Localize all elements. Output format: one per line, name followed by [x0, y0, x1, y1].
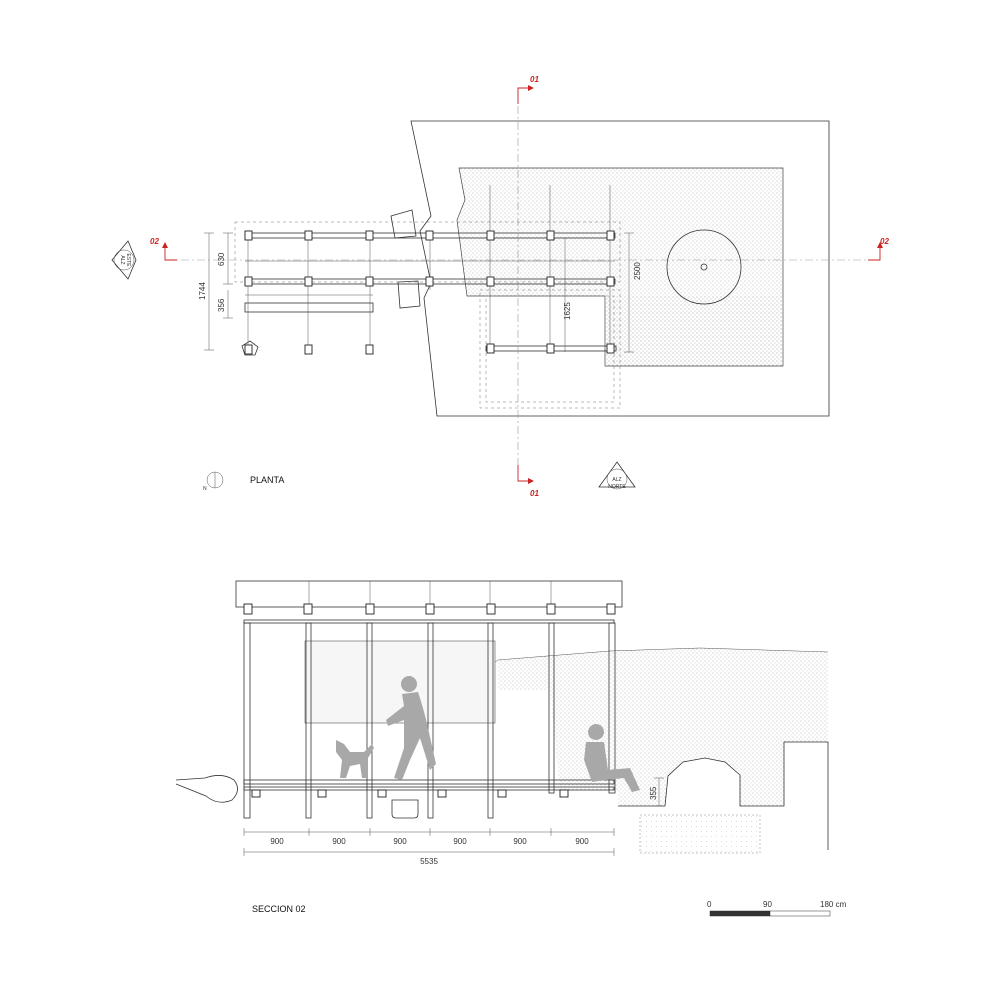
plan-round-center	[700, 263, 708, 271]
svg-text:0: 0	[707, 900, 712, 909]
elevation-tag-north: ALZ NORTE	[598, 461, 636, 490]
north-symbol: N	[203, 471, 224, 492]
section-terrain-stipple	[498, 648, 828, 806]
plan-dimension-depth: 1744	[198, 232, 214, 351]
plan-site-outline	[410, 120, 830, 417]
section-posts	[243, 622, 616, 819]
section-bay-dimensions: 900 900 900 900 900 900	[243, 828, 615, 846]
section-marker-01-bottom: 01	[517, 465, 539, 498]
plan-dimension-inner: 1625	[563, 238, 572, 352]
svg-text:180 cm: 180 cm	[820, 900, 847, 909]
plan-posts	[244, 230, 615, 355]
plan-rock-small	[241, 340, 259, 356]
silhouette-dog	[336, 740, 374, 778]
svg-text:2500: 2500	[633, 262, 642, 280]
svg-text:01: 01	[530, 75, 539, 84]
plan-dimension-overall: 2500	[624, 232, 642, 353]
elevation-tag-west: ALZ ESTE	[111, 240, 137, 280]
svg-text:01: 01	[530, 489, 539, 498]
svg-text:356: 356	[217, 298, 226, 312]
svg-text:900: 900	[513, 837, 527, 846]
section-step-dimension: 355	[649, 777, 664, 807]
section-marker-02-left: 02	[150, 237, 177, 261]
silhouette-person-seated	[584, 724, 640, 792]
section-marker-02-right: 02	[868, 237, 889, 261]
section-deck	[243, 779, 615, 819]
svg-text:02: 02	[880, 237, 889, 246]
svg-text:ALZ: ALZ	[119, 255, 125, 264]
svg-text:5535: 5535	[420, 857, 438, 866]
section-roof	[235, 580, 623, 624]
svg-text:900: 900	[575, 837, 589, 846]
svg-text:02: 02	[150, 237, 159, 246]
svg-text:90: 90	[763, 900, 772, 909]
section-overall-dimension: 5535	[243, 848, 615, 866]
section-roof-joists	[243, 603, 616, 615]
svg-text:900: 900	[270, 837, 284, 846]
section-drawing: 355 900 900 900 900 900 900 5535 SECCION…	[175, 580, 829, 914]
plan-rock-lower	[397, 280, 421, 309]
svg-text:ESTE: ESTE	[125, 253, 131, 267]
svg-text:ALZ: ALZ	[612, 477, 621, 483]
svg-text:355: 355	[649, 786, 658, 800]
section-foundation-block	[639, 814, 761, 854]
scale-bar: 0 90 180 cm	[707, 900, 847, 917]
plan-lower-outline	[479, 289, 621, 409]
svg-text:630: 630	[217, 252, 226, 266]
section-rock-wall	[618, 741, 829, 850]
plan-rock-upper	[390, 209, 417, 239]
section-title: SECCION 02	[252, 904, 306, 914]
plan-stippled-lower	[605, 296, 783, 366]
svg-text:1625: 1625	[563, 302, 572, 320]
svg-text:900: 900	[453, 837, 467, 846]
section-marker-01-top: 01	[517, 75, 539, 104]
plan-drawing: 01 01 02 02 1744 630	[111, 75, 889, 498]
section-left-rock	[175, 775, 238, 803]
plan-title: PLANTA	[250, 475, 284, 485]
svg-text:1744: 1744	[198, 282, 207, 300]
plan-round-element	[666, 229, 742, 305]
svg-text:NORTE: NORTE	[608, 484, 626, 490]
svg-text:900: 900	[393, 837, 407, 846]
silhouette-person-walking	[386, 676, 436, 780]
svg-text:N: N	[203, 486, 207, 492]
plan-dimension-lower: 356	[217, 290, 233, 319]
plan-dimension-upper: 630	[217, 232, 233, 285]
svg-text:900: 900	[332, 837, 346, 846]
